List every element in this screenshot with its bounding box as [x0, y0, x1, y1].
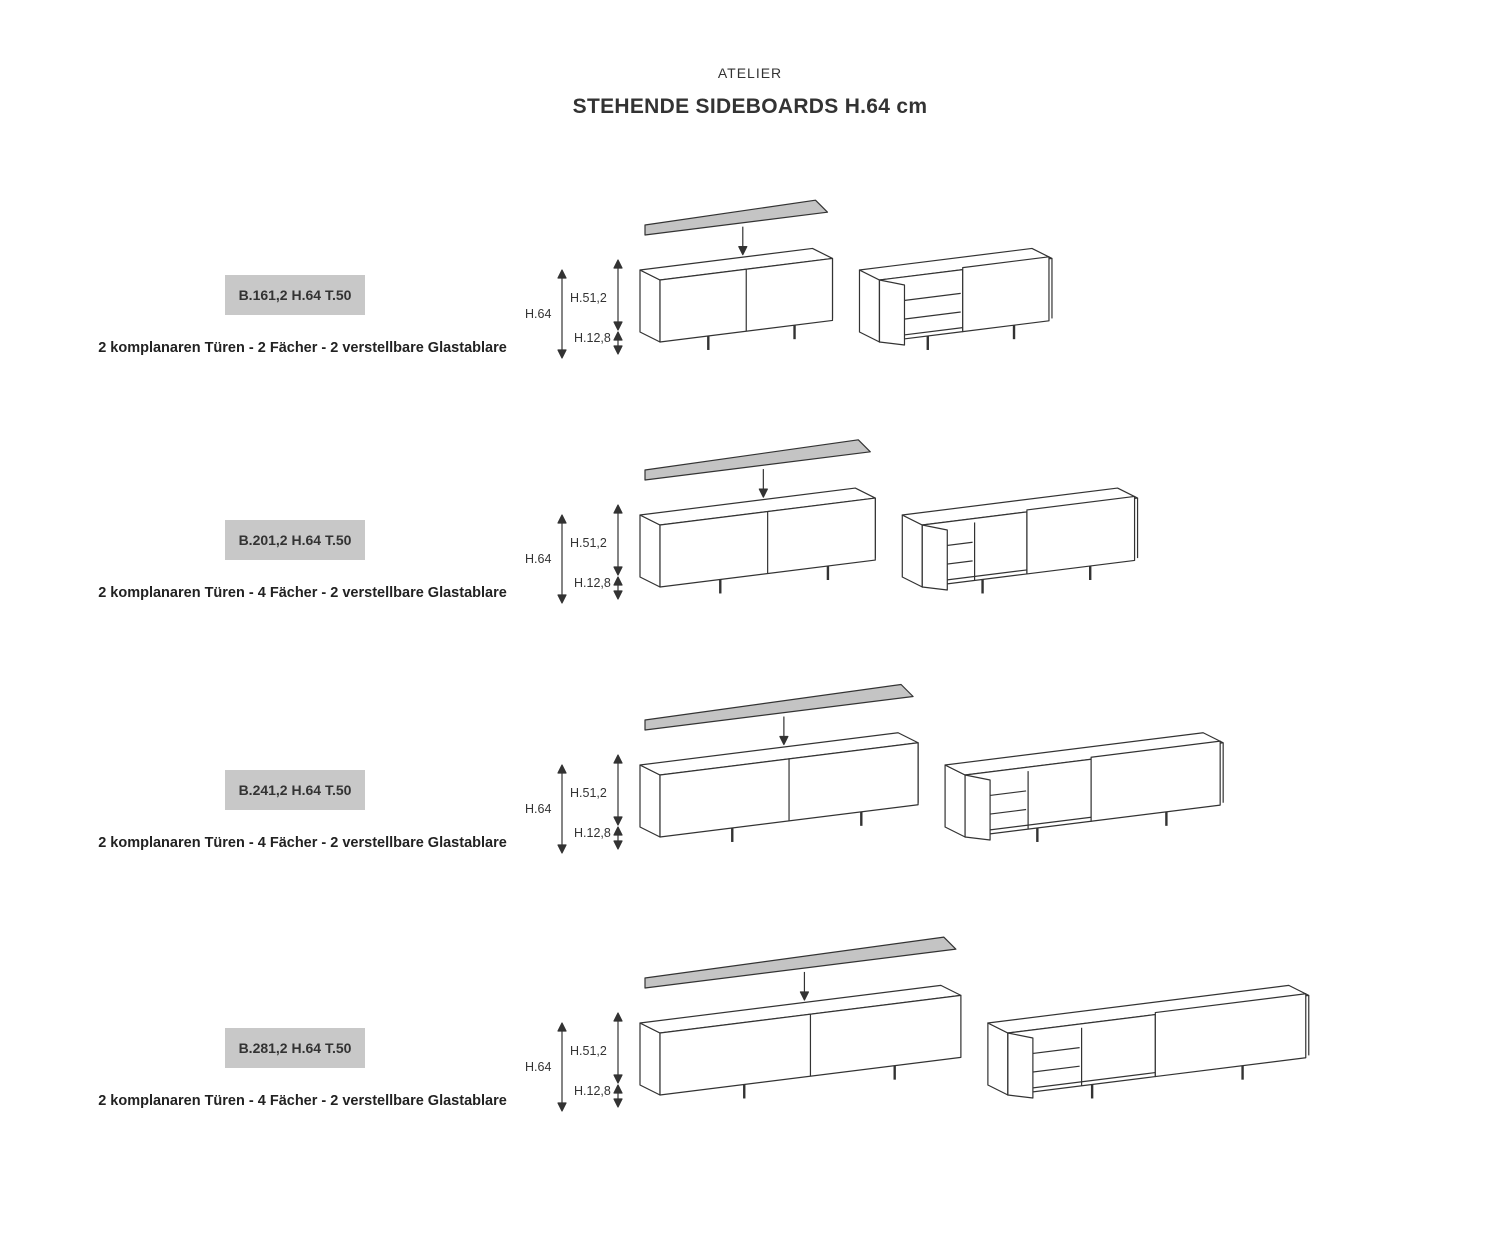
arrow-head-icon	[613, 331, 623, 341]
arrow-head-icon	[613, 1012, 623, 1022]
product-description: 2 komplanaren Türen - 2 Fächer - 2 verst…	[98, 340, 507, 356]
page-title: STEHENDE SIDEBOARDS H.64 cm	[572, 95, 928, 118]
compartment-bottom	[1009, 1071, 1156, 1092]
sideboard-drawing: H.64 H.51,2H.12,8	[525, 199, 1053, 359]
arrow-head-icon	[613, 504, 623, 514]
dimension-base-label: H.12,8	[574, 826, 611, 840]
arrow-head-icon	[613, 840, 623, 850]
glass-shelf	[644, 936, 957, 989]
closed-door	[1154, 993, 1307, 1078]
sideboard-side-panel	[639, 514, 661, 588]
dimension-total-label: H.64	[525, 802, 551, 816]
sideboard-side-panel	[987, 1022, 1009, 1096]
arrow-head-icon	[758, 488, 768, 498]
glass-shelf	[644, 199, 829, 236]
sideboard-side-panel	[639, 764, 661, 838]
arrow-head-icon	[557, 1022, 567, 1032]
closed-door	[1090, 740, 1221, 822]
dimension-body-label: H.51,2	[570, 291, 607, 305]
arrow-head-icon	[613, 826, 623, 836]
arrow-head-icon	[613, 576, 623, 586]
arrow-head-icon	[613, 1098, 623, 1108]
arrow-head-icon	[613, 754, 623, 764]
arrow-head-icon	[613, 259, 623, 269]
product-row: B.241,2 H.64 T.50 2 komplanaren Türen - …	[0, 683, 1500, 890]
dimension-body-label: H.51,2	[570, 1044, 607, 1058]
arrow-head-icon	[557, 1102, 567, 1112]
sideboard-side-panel	[901, 514, 923, 588]
product-row: B.161,2 H.64 T.50 2 komplanaren Türen - …	[0, 195, 1500, 395]
dimension-base-label: H.12,8	[574, 1084, 611, 1098]
size-badge: B.281,2 H.64 T.50	[225, 1028, 365, 1068]
arrow-head-icon	[613, 816, 623, 826]
dimension-base-label: H.12,8	[574, 576, 611, 590]
arrow-head-icon	[613, 321, 623, 331]
closed-door	[962, 256, 1050, 333]
arrow-head-icon	[738, 246, 748, 256]
glass-shelf	[644, 683, 914, 731]
arrow-head-icon	[557, 514, 567, 524]
product-row: B.201,2 H.64 T.50 2 komplanaren Türen - …	[0, 439, 1500, 640]
arrow-head-icon	[613, 1084, 623, 1094]
dimension-base-label: H.12,8	[574, 331, 611, 345]
open-door	[1007, 1032, 1034, 1099]
dimension-total-label: H.64	[525, 307, 551, 321]
product-row: B.281,2 H.64 T.50 2 komplanaren Türen - …	[0, 936, 1500, 1148]
arrow-head-icon	[557, 844, 567, 854]
size-badge: B.241,2 H.64 T.50	[225, 770, 365, 810]
dimension-total-label: H.64	[525, 1060, 551, 1074]
open-door	[878, 279, 906, 346]
sideboard-side-panel	[639, 1022, 661, 1096]
arrow-head-icon	[557, 269, 567, 279]
sideboard-drawing: H.64 H.51,2H.12,8	[525, 439, 1139, 604]
dimension-total-label: H.64	[525, 552, 551, 566]
product-description: 2 komplanaren Türen - 4 Fächer - 2 verst…	[98, 585, 507, 601]
sideboard-side-panel	[639, 269, 661, 343]
dimension-body-label: H.51,2	[570, 536, 607, 550]
arrow-head-icon	[557, 594, 567, 604]
arrow-head-icon	[557, 349, 567, 359]
closed-door	[1026, 495, 1136, 575]
arrow-head-icon	[613, 590, 623, 600]
sideboard-side-panel	[944, 764, 966, 838]
product-description: 2 komplanaren Türen - 4 Fächer - 2 verst…	[98, 835, 507, 851]
size-badge: B.201,2 H.64 T.50	[225, 520, 365, 560]
arrow-head-icon	[557, 764, 567, 774]
arrow-head-icon	[613, 345, 623, 355]
sideboard-drawing: H.64 H.51,2H.12,8	[525, 683, 1224, 854]
open-door	[921, 524, 948, 591]
arrow-head-icon	[779, 735, 789, 746]
arrow-head-icon	[799, 991, 810, 1001]
brand-name: ATELIER	[717, 65, 783, 81]
sideboard-drawing: H.64 H.51,2H.12,8	[525, 936, 1310, 1112]
glass-shelf	[644, 439, 871, 481]
arrow-head-icon	[613, 1074, 623, 1084]
dimension-body-label: H.51,2	[570, 786, 607, 800]
size-badge: B.161,2 H.64 T.50	[225, 275, 365, 315]
sideboard-side-panel	[858, 269, 881, 343]
open-door	[964, 774, 991, 841]
arrow-head-icon	[613, 566, 623, 576]
product-description: 2 komplanaren Türen - 4 Fächer - 2 verst…	[98, 1093, 507, 1109]
